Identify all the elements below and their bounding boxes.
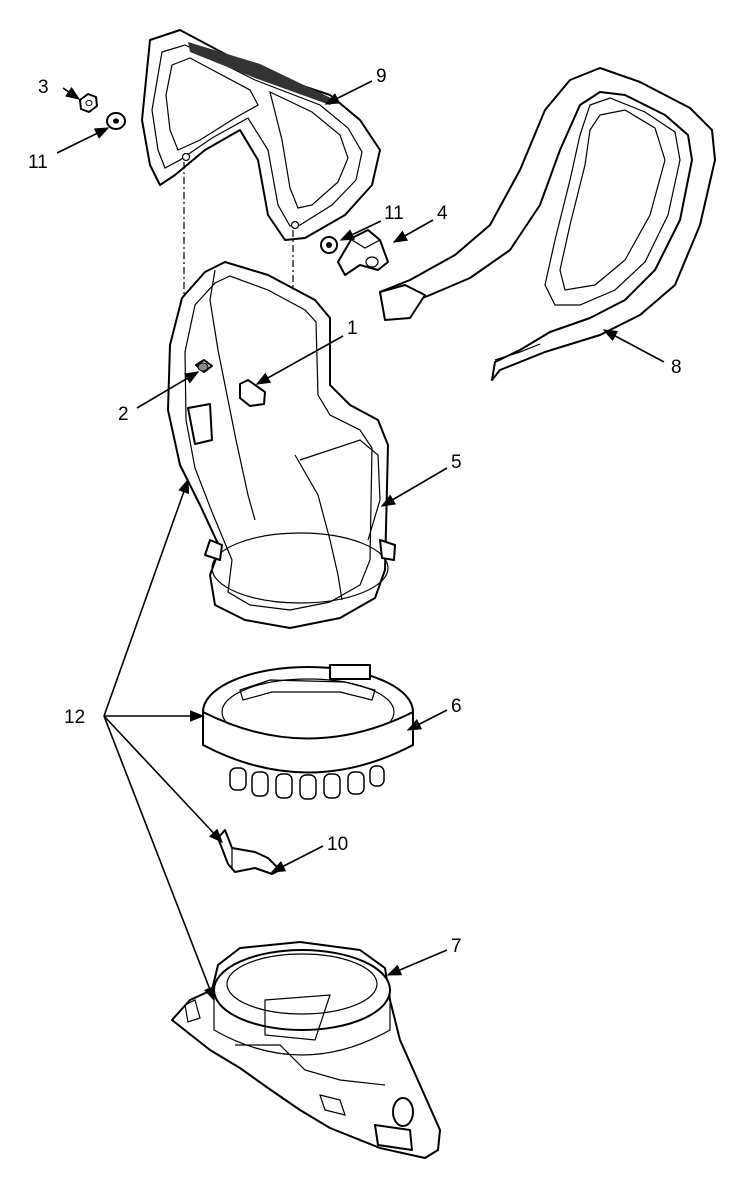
callout-12: 12 bbox=[64, 707, 85, 728]
leader-10 bbox=[270, 845, 324, 873]
leader-12-to-7 bbox=[103, 715, 215, 1002]
leader-11b bbox=[339, 220, 382, 241]
part-11-washer-right bbox=[320, 236, 338, 254]
leader-1 bbox=[255, 335, 344, 385]
leader-3 bbox=[62, 86, 81, 100]
leader-2 bbox=[136, 371, 200, 409]
callout-8: 8 bbox=[671, 357, 682, 378]
part-8-handle bbox=[379, 67, 716, 381]
callout-1: 1 bbox=[347, 318, 358, 339]
part-3-nut bbox=[79, 93, 98, 113]
leader-12-to-10 bbox=[103, 715, 223, 844]
leader-9 bbox=[324, 80, 373, 105]
callout-2: 2 bbox=[118, 404, 129, 425]
leader-5 bbox=[380, 467, 448, 507]
part-10-clip bbox=[217, 829, 281, 875]
part-11-washer-left bbox=[106, 112, 126, 130]
callout-3: 3 bbox=[38, 77, 49, 98]
leader-7 bbox=[386, 949, 448, 976]
callout-6: 6 bbox=[451, 696, 462, 717]
callout-labels: 3 11 9 11 4 1 2 8 5 12 6 10 7 bbox=[28, 66, 682, 957]
leader-6 bbox=[406, 709, 448, 731]
part-4-knob bbox=[337, 229, 389, 276]
leader-12-to-5 bbox=[103, 478, 190, 717]
leader-8 bbox=[602, 329, 665, 363]
callout-11-right: 11 bbox=[384, 203, 404, 224]
part-6-ring-gear bbox=[202, 664, 414, 800]
callout-4: 4 bbox=[437, 203, 448, 224]
part-5-chute-housing bbox=[167, 261, 396, 629]
part-7-chute-base bbox=[171, 941, 441, 1159]
callout-5: 5 bbox=[451, 452, 462, 473]
callout-9: 9 bbox=[376, 66, 387, 87]
callout-11-left: 11 bbox=[28, 152, 48, 173]
leader-lines bbox=[56, 80, 665, 1002]
part-9-chute-deflector bbox=[141, 29, 381, 241]
leader-11a bbox=[56, 127, 110, 154]
callout-7: 7 bbox=[451, 936, 462, 957]
callout-10: 10 bbox=[327, 834, 348, 855]
leader-4 bbox=[392, 219, 434, 243]
